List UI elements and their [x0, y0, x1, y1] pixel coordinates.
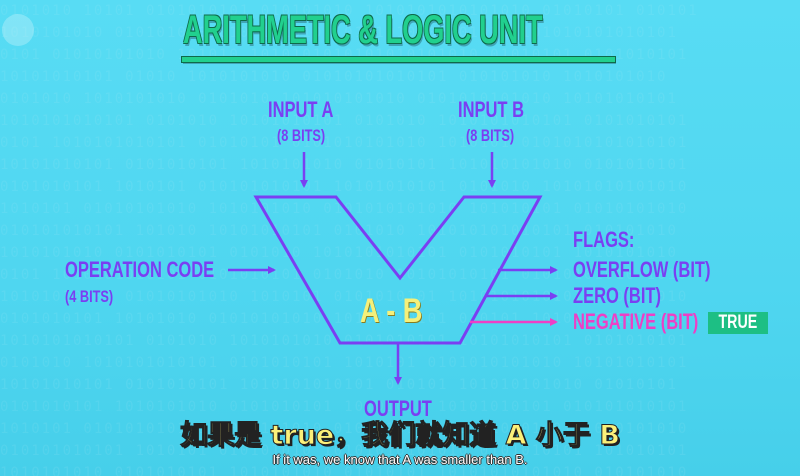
input-b-bits: (8 BITS)	[466, 126, 515, 145]
opcode-label: OPERATION CODE	[65, 257, 215, 282]
opcode-bits: (4 BITS)	[65, 287, 114, 306]
flag-overflow: OVERFLOW (BIT)	[573, 257, 711, 282]
input-b-label: INPUT B	[458, 97, 524, 122]
pbs-logo-icon	[2, 14, 34, 46]
negative-value-badge: TRUE	[708, 312, 768, 334]
subtitle-chinese: 如果是 true，我们就知道 A 小于 B	[180, 420, 621, 452]
input-a-label: INPUT A	[268, 97, 334, 122]
title-underline	[182, 57, 615, 62]
flags-heading: FLAGS:	[573, 227, 635, 252]
alu-shape	[253, 195, 543, 345]
flag-negative: NEGATIVE (BIT)	[573, 309, 699, 334]
page-title: ARITHMETIC & LOGIC UNIT	[183, 8, 543, 52]
alu-operation: A - B	[360, 292, 423, 330]
negative-value: TRUE	[718, 312, 758, 333]
flag-zero: ZERO (BIT)	[573, 283, 661, 308]
subtitle-english: If it was, we know that A was smaller th…	[272, 452, 528, 467]
input-a-bits: (8 BITS)	[277, 126, 326, 145]
output-label: OUTPUT	[364, 396, 432, 421]
